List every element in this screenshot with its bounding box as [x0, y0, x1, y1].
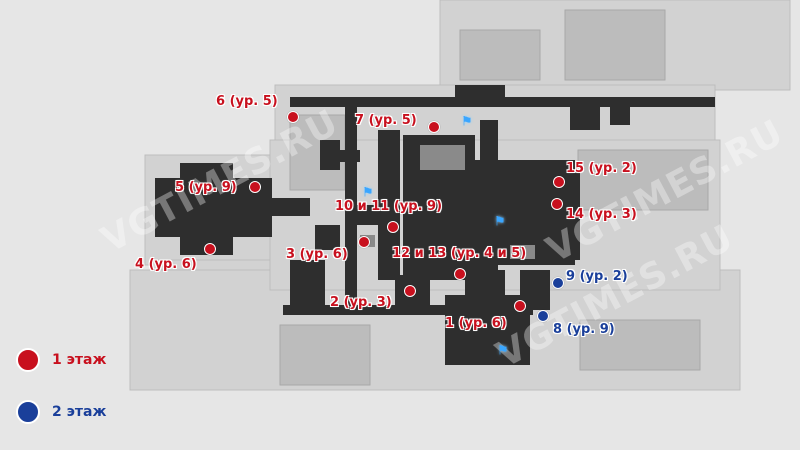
teleport-waypoint-icon: ⚑: [494, 214, 506, 230]
marker-4[interactable]: [204, 243, 216, 255]
legend-dot-floor-2: [16, 400, 40, 424]
marker-9[interactable]: [552, 277, 564, 289]
marker-label-15: 15 (ур. 2): [566, 161, 637, 176]
marker-label-5: 5 (ур. 9): [175, 180, 237, 195]
marker-14[interactable]: [551, 198, 563, 210]
marker-12-13[interactable]: [454, 268, 466, 280]
marker-label-1: 1 (ур. 6): [445, 316, 507, 331]
teleport-waypoint-icon: ⚑: [497, 343, 509, 359]
marker-label-12-13: 12 и 13 (ур. 4 и 5): [392, 246, 527, 261]
marker-label-2: 2 (ур. 3): [330, 295, 392, 310]
legend-dot-floor-1: [16, 348, 40, 372]
marker-7[interactable]: [428, 121, 440, 133]
teleport-waypoint-icon: ⚑: [362, 185, 374, 201]
marker-3[interactable]: [358, 236, 370, 248]
mid-rooms: [279, 9, 709, 386]
marker-label-9: 9 (ур. 2): [566, 269, 628, 284]
marker-label-8: 8 (ур. 9): [553, 322, 615, 337]
marker-label-7: 7 (ур. 5): [355, 113, 417, 128]
teleport-waypoint-icon: ⚑: [461, 114, 473, 130]
marker-1[interactable]: [514, 300, 526, 312]
legend-label-floor-2: 2 этаж: [52, 404, 107, 420]
marker-6[interactable]: [287, 111, 299, 123]
marker-10-11[interactable]: [387, 221, 399, 233]
marker-5[interactable]: [249, 181, 261, 193]
marker-15[interactable]: [553, 176, 565, 188]
marker-label-3: 3 (ур. 6): [286, 247, 348, 262]
marker-label-10-11: 10 и 11 (ур. 9): [335, 199, 443, 214]
marker-label-6: 6 (ур. 5): [216, 94, 278, 109]
dark-paths: [155, 85, 715, 365]
marker-label-4: 4 (ур. 6): [135, 257, 197, 272]
legend-label-floor-1: 1 этаж: [52, 352, 107, 368]
marker-label-14: 14 (ур. 3): [566, 207, 637, 222]
marker-8[interactable]: [537, 310, 549, 322]
marker-2[interactable]: [404, 285, 416, 297]
